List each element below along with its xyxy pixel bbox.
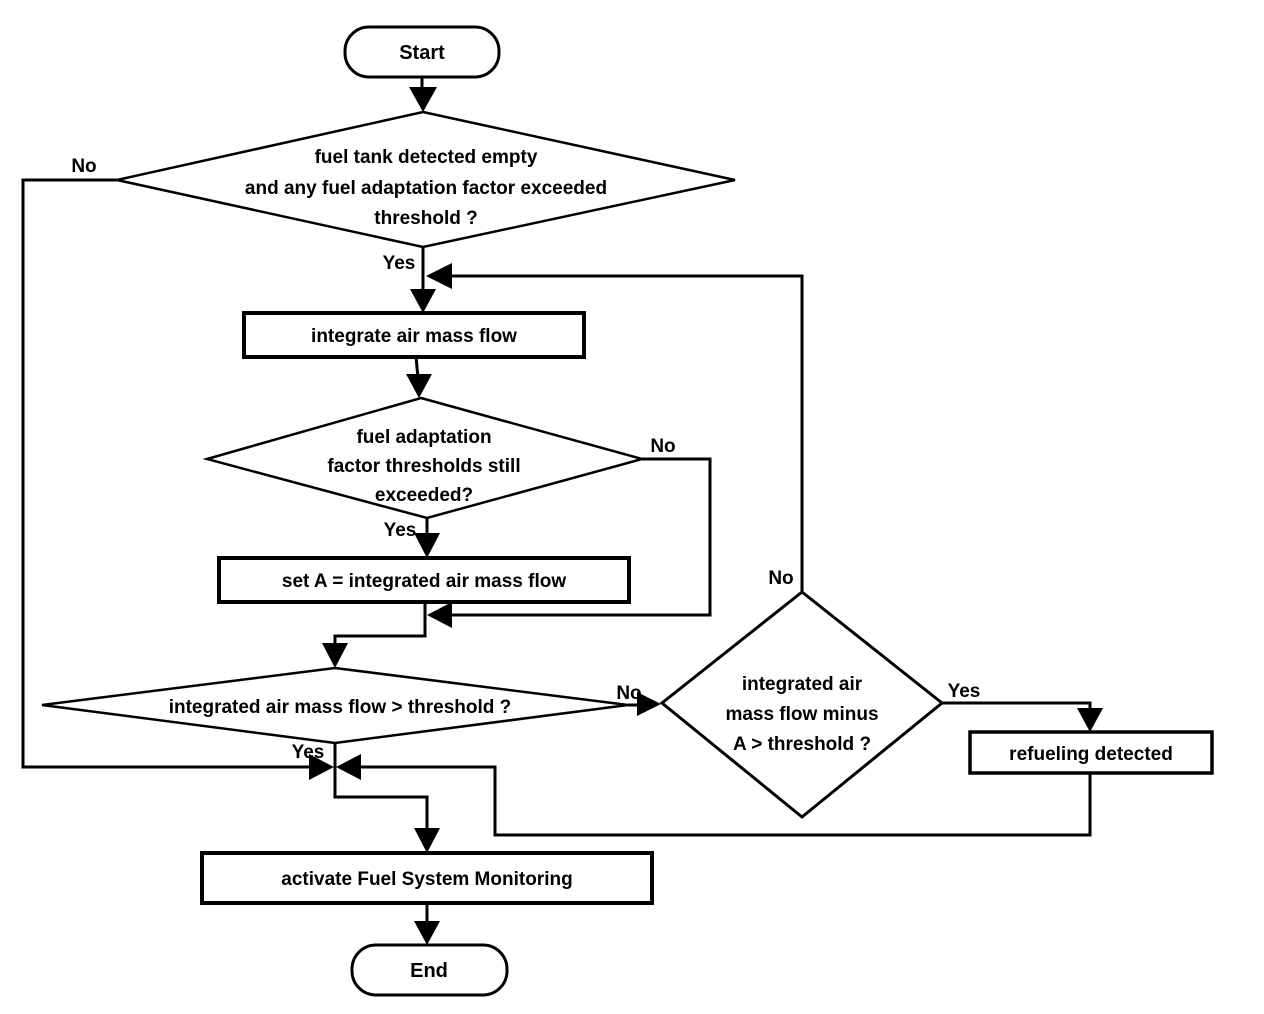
edge-decision4-yes [942, 701, 1092, 710]
decision-factor-still-shape [202, 396, 647, 520]
arrowhead-into-refueling [1077, 708, 1103, 732]
process-set-a-label: set A = integrated air mass flow [282, 571, 566, 592]
decision-fuel-tank-shape [116, 110, 736, 249]
arrowhead-merge-from-right [336, 754, 361, 780]
end-node-shape [350, 943, 509, 997]
edge-decision3-yes [333, 743, 429, 831]
label-decision1-no: No [71, 156, 96, 177]
arrowhead-into-decision4 [637, 692, 661, 716]
label-decision1-yes: Yes [383, 253, 416, 274]
arrowhead-into-seta [414, 533, 440, 558]
label-decision3-no: No [616, 683, 641, 704]
process-integrate-shape [242, 311, 586, 359]
edge-seta-to-decision3 [333, 602, 427, 647]
decision-factor-still-label-line2: factor thresholds still [327, 456, 520, 477]
arrowhead-into-activate [414, 828, 440, 853]
arrowhead-into-decision2 [406, 374, 432, 398]
edge-decision4-no-feedback [450, 274, 804, 592]
decision-factor-still-label-line1: fuel adaptation [356, 427, 491, 448]
decision-fuel-tank-label-line3: threshold ? [374, 208, 477, 229]
decision-flow-minus-a-label-line3: A > threshold ? [733, 734, 871, 755]
process-integrate-label: integrate air mass flow [311, 326, 517, 347]
arrowhead-decision2-no-join [427, 602, 452, 628]
decision-factor-still-label-line3: exceeded? [375, 485, 473, 506]
process-set-a-shape [217, 556, 631, 604]
arrowhead-into-decision1 [409, 87, 437, 112]
arrowhead-feedback-into-yes1 [426, 263, 452, 289]
edge-decision1-no [21, 178, 311, 769]
arrowhead-into-end [414, 921, 440, 945]
start-node-label: Start [399, 42, 445, 64]
decision-flow-minus-a-label-line2: mass flow minus [725, 704, 878, 725]
edge-decision2-no [450, 457, 712, 617]
arrowhead-into-decision3 [322, 643, 348, 668]
arrowhead-merge-from-left [309, 754, 334, 780]
decision-flow-threshold-shape [41, 666, 629, 745]
decision-fuel-tank-label-line1: fuel tank detected empty [315, 147, 538, 168]
decision-flow-threshold-label: integrated air mass flow > threshold ? [169, 697, 512, 718]
label-decision4-no: No [768, 568, 793, 589]
decision-flow-minus-a-label-line1: integrated air [742, 674, 863, 695]
label-decision4-yes: Yes [948, 681, 981, 702]
decision-fuel-tank-label-line2: and any fuel adaptation factor exceeded [245, 178, 607, 199]
edge-refueling-return [358, 765, 1092, 837]
end-node-label: End [410, 960, 448, 982]
label-decision2-yes: Yes [384, 520, 417, 541]
label-decision3-yes: Yes [292, 742, 325, 763]
process-refueling-label: refueling detected [1009, 744, 1173, 765]
label-decision2-no: No [650, 436, 675, 457]
process-activate-shape [200, 851, 654, 905]
arrowhead-into-integrate [410, 289, 436, 313]
process-activate-label: activate Fuel System Monitoring [281, 869, 572, 890]
start-node-shape [343, 25, 501, 79]
decision-flow-minus-a-shape [659, 590, 945, 819]
process-refueling-shape [968, 730, 1214, 775]
